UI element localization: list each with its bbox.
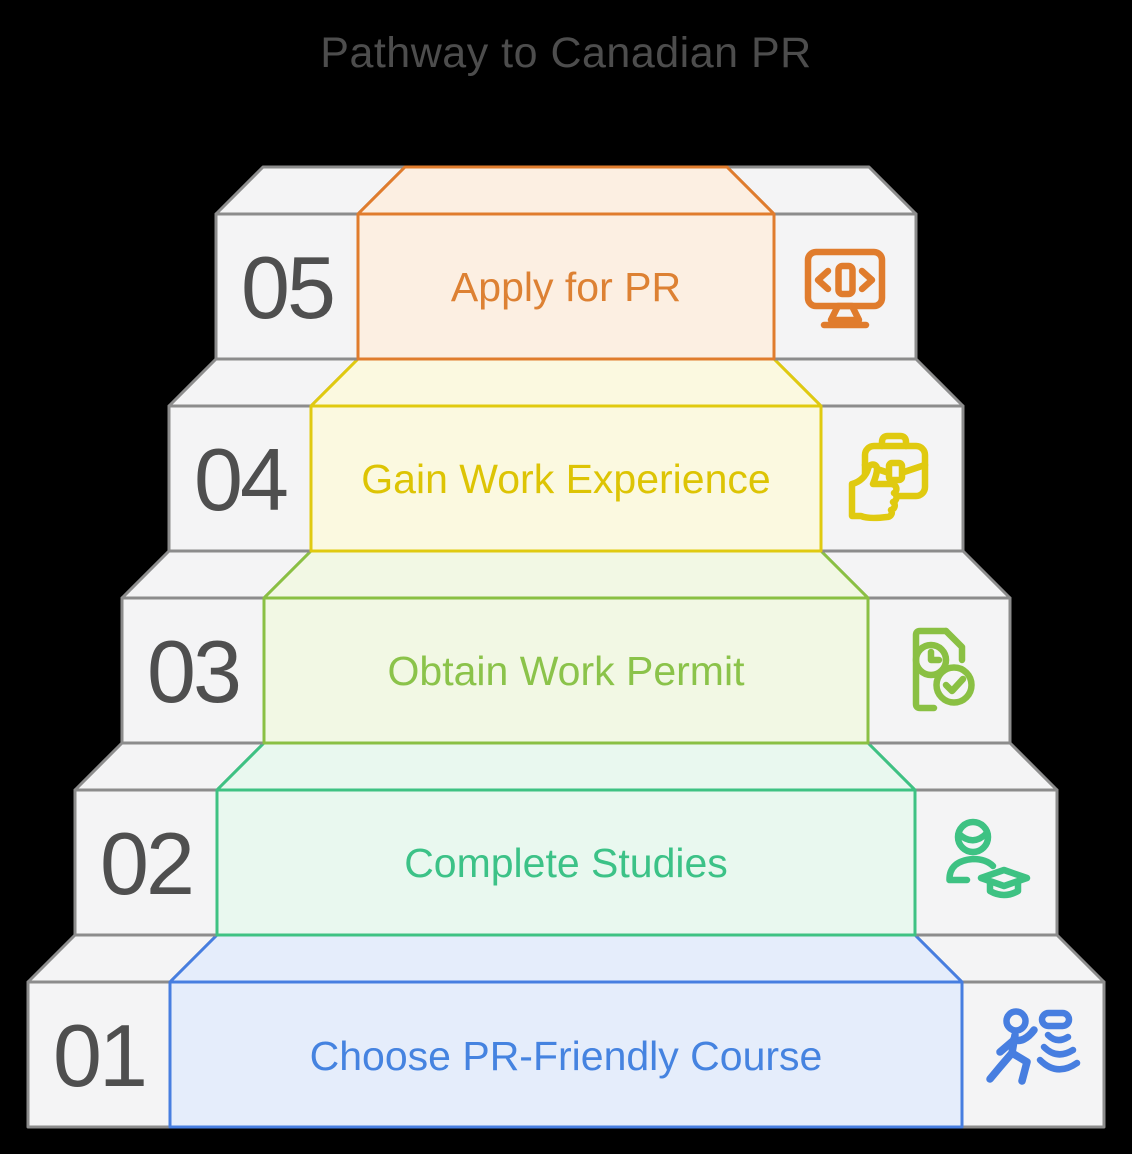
step-01: 01 Choose PR-Friendly Course [26, 933, 1106, 1129]
panel-top-face [262, 549, 870, 600]
panel-top-face [215, 741, 917, 792]
step-number: 03 [147, 622, 239, 721]
panel-top-face [356, 165, 776, 216]
step-number: 05 [241, 238, 333, 337]
panel-top-face [168, 933, 964, 984]
panel-front-face [168, 980, 964, 1129]
panel-front-face [309, 404, 823, 553]
briefcase-thumbs-up-icon [848, 432, 929, 522]
panel-front-face [356, 212, 776, 361]
panel-top-face [309, 357, 823, 408]
step-label: Gain Work Experience [361, 456, 770, 502]
panel-front-face [262, 596, 870, 745]
step-02: 02 Complete Studies [73, 741, 1059, 937]
document-clock-check-icon [912, 627, 975, 712]
step-label: Obtain Work Permit [388, 648, 746, 694]
panel-front-face [215, 788, 917, 937]
step-label: Apply for PR [451, 264, 681, 310]
step-number: 04 [194, 430, 287, 529]
step-04: 04 Gain Work Experience [167, 357, 965, 553]
step-05: 05 Apply for PR [214, 165, 918, 361]
diagram-title: Pathway to Canadian PR [320, 29, 811, 77]
step-number: 01 [53, 1006, 145, 1105]
step-label: Complete Studies [404, 840, 728, 886]
step-label: Choose PR-Friendly Course [310, 1033, 823, 1079]
graduate-person-icon [946, 818, 1031, 899]
step-number: 02 [100, 814, 192, 913]
runner-signals-icon [986, 1008, 1081, 1085]
step-03: 03 Obtain Work Permit [120, 549, 1012, 745]
monitor-code-icon [804, 248, 886, 329]
